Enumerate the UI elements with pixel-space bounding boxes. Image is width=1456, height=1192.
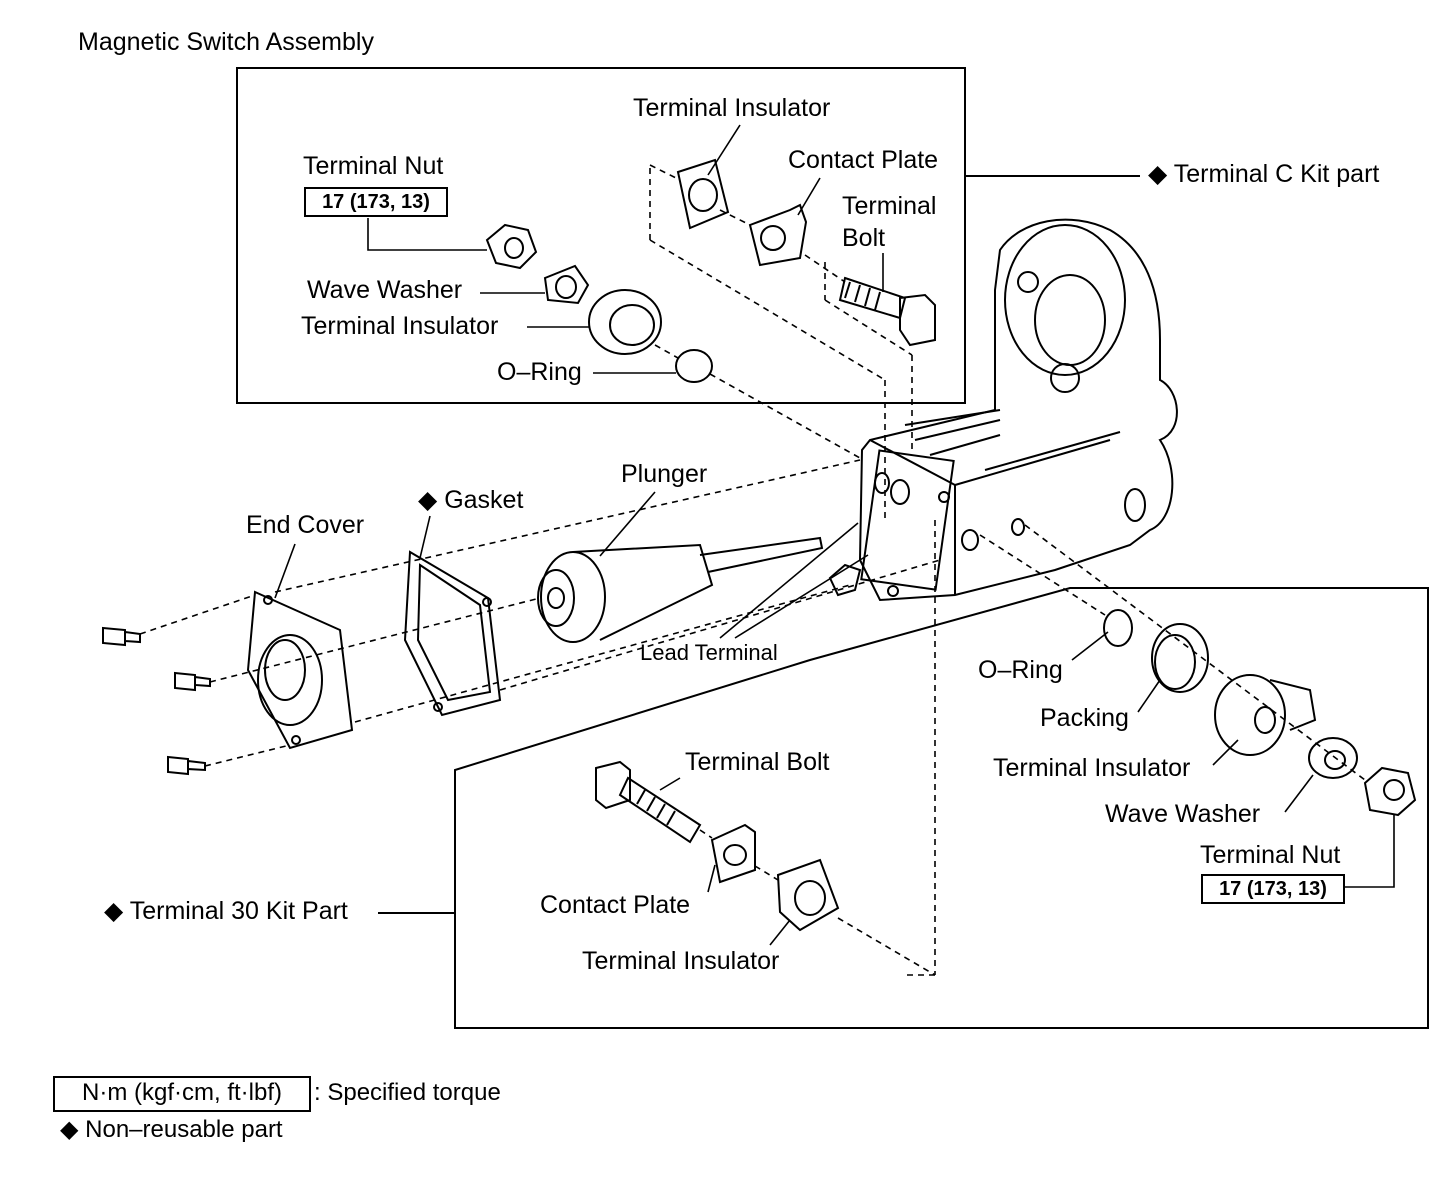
- torque-box-right: 17 (173, 13): [1201, 874, 1345, 904]
- wave-washer-right-part: [1308, 737, 1358, 779]
- label-gasket: ◆ Gasket: [418, 488, 523, 513]
- label-terminal-bolt-top-1: Terminal: [842, 192, 937, 220]
- switch-housing: [828, 218, 1178, 602]
- packing-part: [1151, 623, 1209, 693]
- legend-non-reusable-text: Non–reusable part: [85, 1116, 283, 1143]
- label-wave-washer-right: Wave Washer: [1105, 800, 1261, 828]
- o-ring-right-part: [1103, 609, 1133, 647]
- label-terminal-insulator-top-left: Terminal Insulator: [301, 312, 499, 340]
- label-terminal-c-kit: ◆ Terminal C Kit part: [1148, 162, 1379, 187]
- label-o-ring-right: O–Ring: [978, 656, 1063, 684]
- terminal-30-kit-text: Terminal 30 Kit Part: [129, 897, 348, 925]
- label-end-cover: End Cover: [246, 511, 365, 539]
- terminal-nut-right-part: [1363, 766, 1417, 817]
- non-reusable-marker: ◆: [104, 897, 124, 925]
- terminal-insulator-bottom-part: [776, 858, 840, 932]
- label-contact-plate-bottom: Contact Plate: [540, 891, 691, 919]
- non-reusable-marker: ◆: [418, 486, 438, 514]
- gasket-part: [403, 550, 502, 717]
- label-o-ring-top: O–Ring: [497, 358, 582, 386]
- label-terminal-bolt-top-2: Bolt: [842, 224, 886, 252]
- label-terminal-insulator-right: Terminal Insulator: [993, 754, 1191, 782]
- terminal-c-kit-text: Terminal C Kit part: [1173, 160, 1380, 188]
- end-cover-part: [246, 590, 354, 750]
- label-leaders: [274, 124, 1395, 946]
- terminal-30-kit-box: [454, 587, 1429, 1029]
- terminal-insulator-right-part: [1214, 674, 1317, 756]
- gasket-text: Gasket: [444, 486, 524, 514]
- o-ring-top-part: [675, 349, 713, 383]
- label-wave-washer-top: Wave Washer: [307, 276, 463, 304]
- terminal-insulator-top-left-part: [588, 289, 662, 355]
- diagram-title: Magnetic Switch Assembly: [78, 28, 374, 56]
- label-terminal-insulator-top: Terminal Insulator: [633, 94, 831, 122]
- torque-box-top: 17 (173, 13): [304, 187, 448, 217]
- terminal-insulator-top-part: [676, 158, 730, 230]
- contact-plate-top-part: [748, 203, 808, 267]
- wave-washer-top-part: [543, 264, 590, 305]
- legend-non-reusable: ◆ Non–reusable part: [60, 1118, 283, 1142]
- label-terminal-nut-top: Terminal Nut: [303, 152, 444, 180]
- terminal-c-kit-box: [236, 67, 966, 404]
- contact-plate-bottom-part: [710, 823, 756, 884]
- label-plunger: Plunger: [621, 460, 708, 488]
- assembly-guide-lines: [139, 164, 1366, 976]
- non-reusable-marker: ◆: [1148, 160, 1168, 188]
- legend-torque-desc: : Specified torque: [314, 1079, 501, 1106]
- label-terminal-bolt-bottom: Terminal Bolt: [685, 748, 830, 776]
- label-contact-plate-top: Contact Plate: [788, 146, 939, 174]
- non-reusable-marker: ◆: [60, 1116, 79, 1143]
- label-terminal-nut-right: Terminal Nut: [1200, 841, 1341, 869]
- label-lead-terminal: Lead Terminal: [640, 640, 778, 665]
- terminal-nut-top-part: [485, 223, 538, 270]
- terminal-bolt-bottom-part: [595, 760, 702, 844]
- label-terminal-30-kit: ◆ Terminal 30 Kit Part: [104, 899, 348, 924]
- label-terminal-insulator-bottom: Terminal Insulator: [582, 947, 780, 975]
- end-cover-screws: [102, 626, 211, 776]
- label-packing: Packing: [1040, 704, 1129, 732]
- terminal-bolt-top-part: [838, 276, 936, 347]
- plunger-part: [537, 536, 824, 643]
- legend-torque-unit-box: N·m (kgf·cm, ft·lbf): [53, 1076, 311, 1112]
